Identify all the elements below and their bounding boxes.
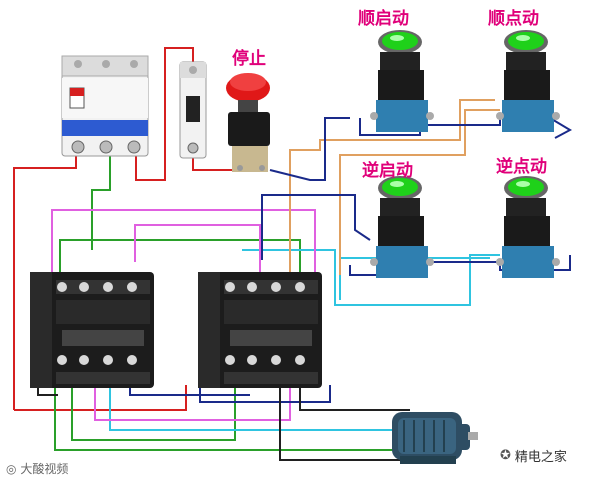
wire-green: [91, 150, 111, 250]
wire-blue: [359, 117, 573, 139]
push-button-reverse-start: [370, 176, 434, 278]
wire-black: [279, 385, 420, 461]
wire-green: [71, 380, 236, 441]
watermark-left: ◎ 大酸视频: [6, 460, 68, 477]
watermark-right-text: 精电之家: [514, 450, 567, 465]
wire-cyan: [242, 249, 500, 306]
wire-blue: [269, 117, 350, 181]
wire-blue: [199, 382, 331, 403]
wire-red: [13, 150, 77, 410]
contactor-right: [198, 272, 322, 388]
wire-black: [299, 385, 410, 411]
wire-pink: [134, 224, 261, 290]
watermark-left-text: 大酸视频: [20, 462, 69, 476]
wire-cyan: [109, 380, 400, 431]
contactor-left: [30, 272, 154, 388]
circuit-breaker-1p: [179, 61, 207, 159]
label-reverse-start: 逆启动: [362, 161, 413, 181]
circuit-breaker-3p: [61, 55, 149, 157]
push-button-reverse-jog: [496, 176, 560, 278]
label-stop: 停止: [232, 49, 266, 69]
wire-red: [135, 47, 194, 181]
push-button-forward-start: [370, 30, 434, 132]
wire-red: [14, 385, 187, 411]
label-forward-start: 顺启动: [358, 9, 409, 29]
wire-orange: [289, 99, 495, 275]
wechat-icon: ✪: [500, 448, 511, 463]
stop-button: [226, 73, 270, 172]
watermark-right: ✪ 精电之家: [500, 446, 567, 465]
motor: [392, 412, 478, 464]
label-reverse-jog: 逆点动: [496, 157, 547, 177]
push-button-forward-jog: [496, 30, 560, 132]
wire-pink: [51, 209, 316, 300]
video-icon: ◎: [6, 462, 17, 476]
wire-green: [54, 380, 410, 451]
wire-blue: [261, 194, 371, 260]
wire-blue: [349, 255, 571, 276]
wire-green: [59, 239, 301, 290]
label-forward-jog: 顺点动: [488, 9, 539, 29]
wires: [13, 47, 573, 461]
